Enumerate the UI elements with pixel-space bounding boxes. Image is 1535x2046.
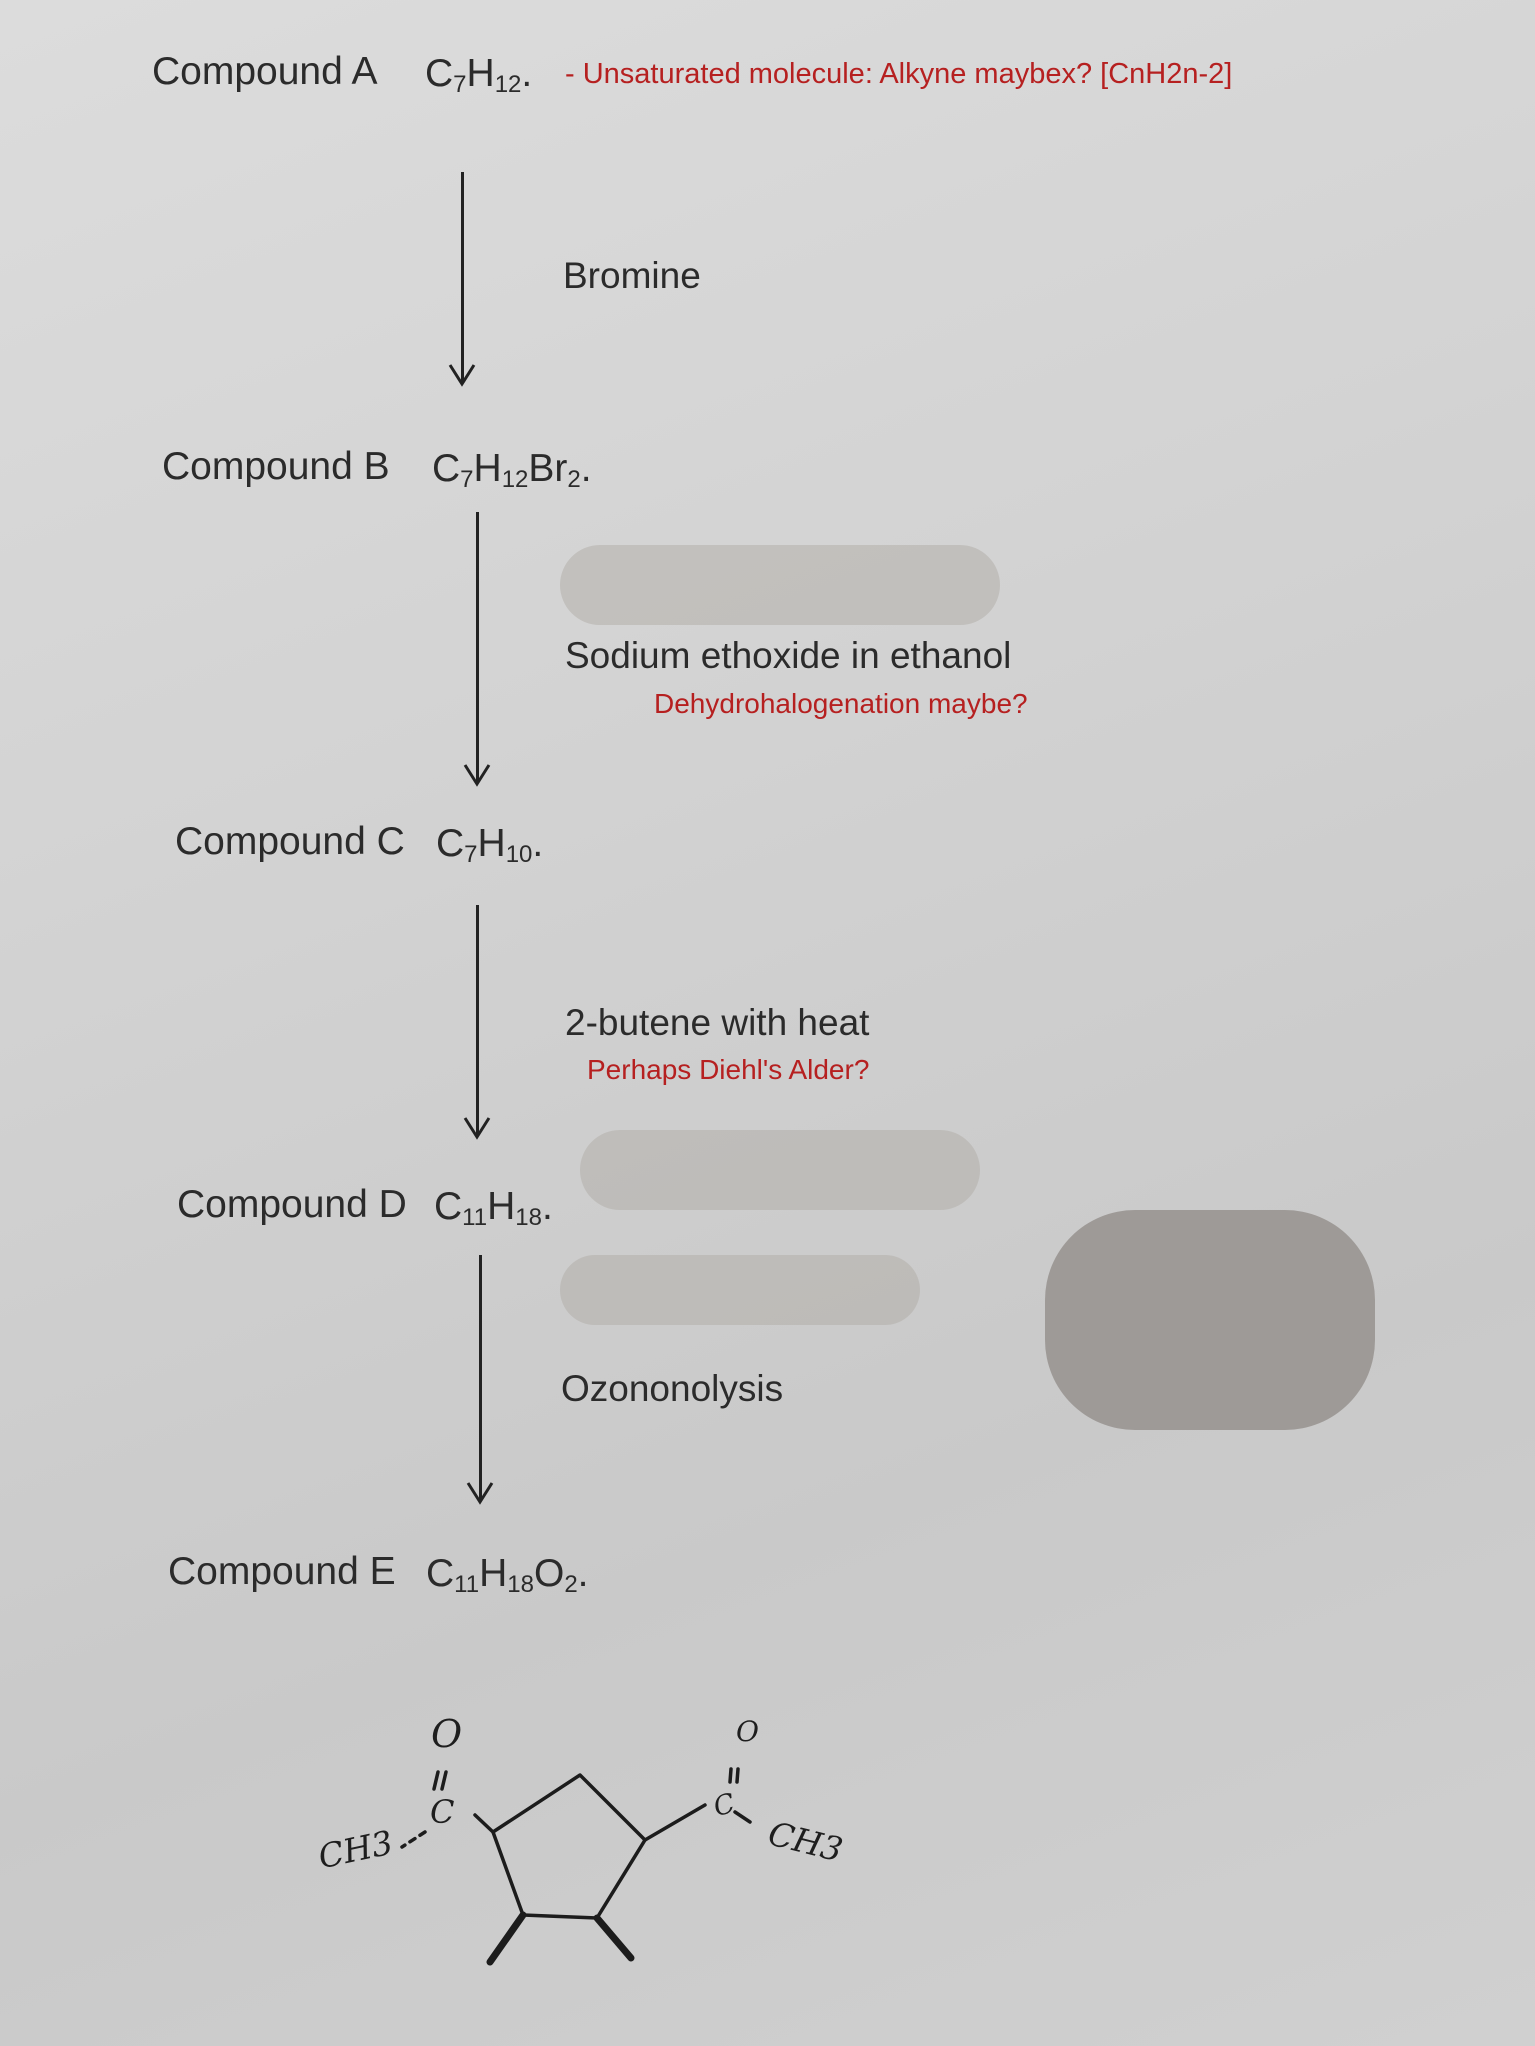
formula-count: 18 — [515, 1204, 542, 1231]
formula-count: 12 — [501, 466, 529, 493]
compound-e-label: Compound E — [168, 1550, 396, 1593]
formula-element: C — [432, 447, 461, 490]
compound-b-formula: C7H12Br2. — [432, 447, 592, 494]
reagent-ozonolysis: Ozononolysis — [561, 1368, 784, 1409]
acyl-bond — [643, 1803, 707, 1842]
reaction-arrow — [465, 1255, 495, 1505]
redaction-smudge — [560, 1255, 920, 1325]
formula-element: C — [436, 822, 465, 865]
formula-element: H — [479, 1552, 508, 1595]
annotation-dehydrohalogenation: Dehydrohalogenation maybe? — [654, 688, 1028, 719]
compound-e-formula: C11H18O2. — [426, 1552, 589, 1599]
formula-count: 12 — [494, 71, 522, 98]
formula-element: Br — [528, 447, 568, 490]
reagent-2-butene: 2-butene with heat — [565, 1002, 870, 1043]
formula-count: 18 — [507, 1571, 534, 1598]
reaction-arrow — [462, 512, 492, 787]
double-bond-mark — [735, 1767, 740, 1784]
formula-element: O — [533, 1552, 565, 1595]
formula-dot: . — [532, 822, 544, 865]
formula-element: H — [477, 822, 506, 865]
ring-methyl-bond — [486, 1911, 527, 1966]
formula-dot: . — [577, 1552, 589, 1595]
formula-element: C — [426, 1552, 455, 1595]
compound-b-label: Compound B — [162, 445, 390, 488]
double-bond-mark — [440, 1770, 448, 1791]
compound-a-formula: C7H12. — [425, 52, 532, 99]
compound-d-label: Compound D — [177, 1183, 407, 1226]
formula-count: 7 — [453, 71, 467, 98]
reaction-arrow — [447, 172, 477, 387]
formula-dot: . — [521, 52, 533, 95]
formula-element: H — [487, 1185, 516, 1228]
redaction-smudge — [1045, 1210, 1375, 1430]
double-bond-mark — [432, 1770, 440, 1791]
compound-a-label: Compound A — [152, 50, 378, 93]
acyl-bond — [733, 1810, 752, 1824]
formula-count: 7 — [464, 841, 478, 868]
formula-element: C — [434, 1185, 463, 1228]
right-oxygen: O — [736, 1715, 759, 1748]
acyl-bond — [473, 1813, 495, 1834]
formula-dot: . — [541, 1185, 553, 1228]
compound-c-label: Compound C — [175, 820, 405, 863]
annotation-unsaturated: - Unsaturated molecule: Alkyne maybex? [… — [565, 58, 1233, 90]
compound-c-formula: C7H10. — [436, 822, 543, 869]
formula-count: 2 — [567, 466, 581, 493]
compound-d-formula: C11H18. — [434, 1185, 553, 1232]
reaction-arrow — [462, 905, 492, 1140]
reagent-bromine: Bromine — [563, 255, 701, 296]
formula-count: 2 — [564, 1571, 578, 1598]
formula-element: C — [425, 52, 454, 95]
formula-dot: . — [580, 447, 592, 490]
double-bond-mark — [728, 1767, 733, 1784]
ring-methyl-bond — [593, 1914, 635, 1962]
formula-count: 10 — [505, 841, 533, 868]
redaction-smudge — [580, 1130, 980, 1210]
formula-count: 11 — [454, 1571, 480, 1598]
redaction-smudge — [560, 545, 1000, 625]
acyl-bond — [400, 1830, 427, 1849]
formula-count: 11 — [462, 1204, 488, 1231]
left-carbonyl-carbon: C — [430, 1793, 455, 1831]
formula-count: 7 — [460, 466, 474, 493]
formula-element: H — [473, 447, 502, 490]
reagent-sodium-ethoxide: Sodium ethoxide in ethanol — [565, 635, 1012, 676]
ring-bond — [491, 1773, 647, 1920]
left-oxygen: O — [431, 1712, 463, 1756]
formula-element: H — [466, 52, 495, 95]
annotation-diels-alder: Perhaps Diehl's Alder? — [587, 1054, 870, 1085]
